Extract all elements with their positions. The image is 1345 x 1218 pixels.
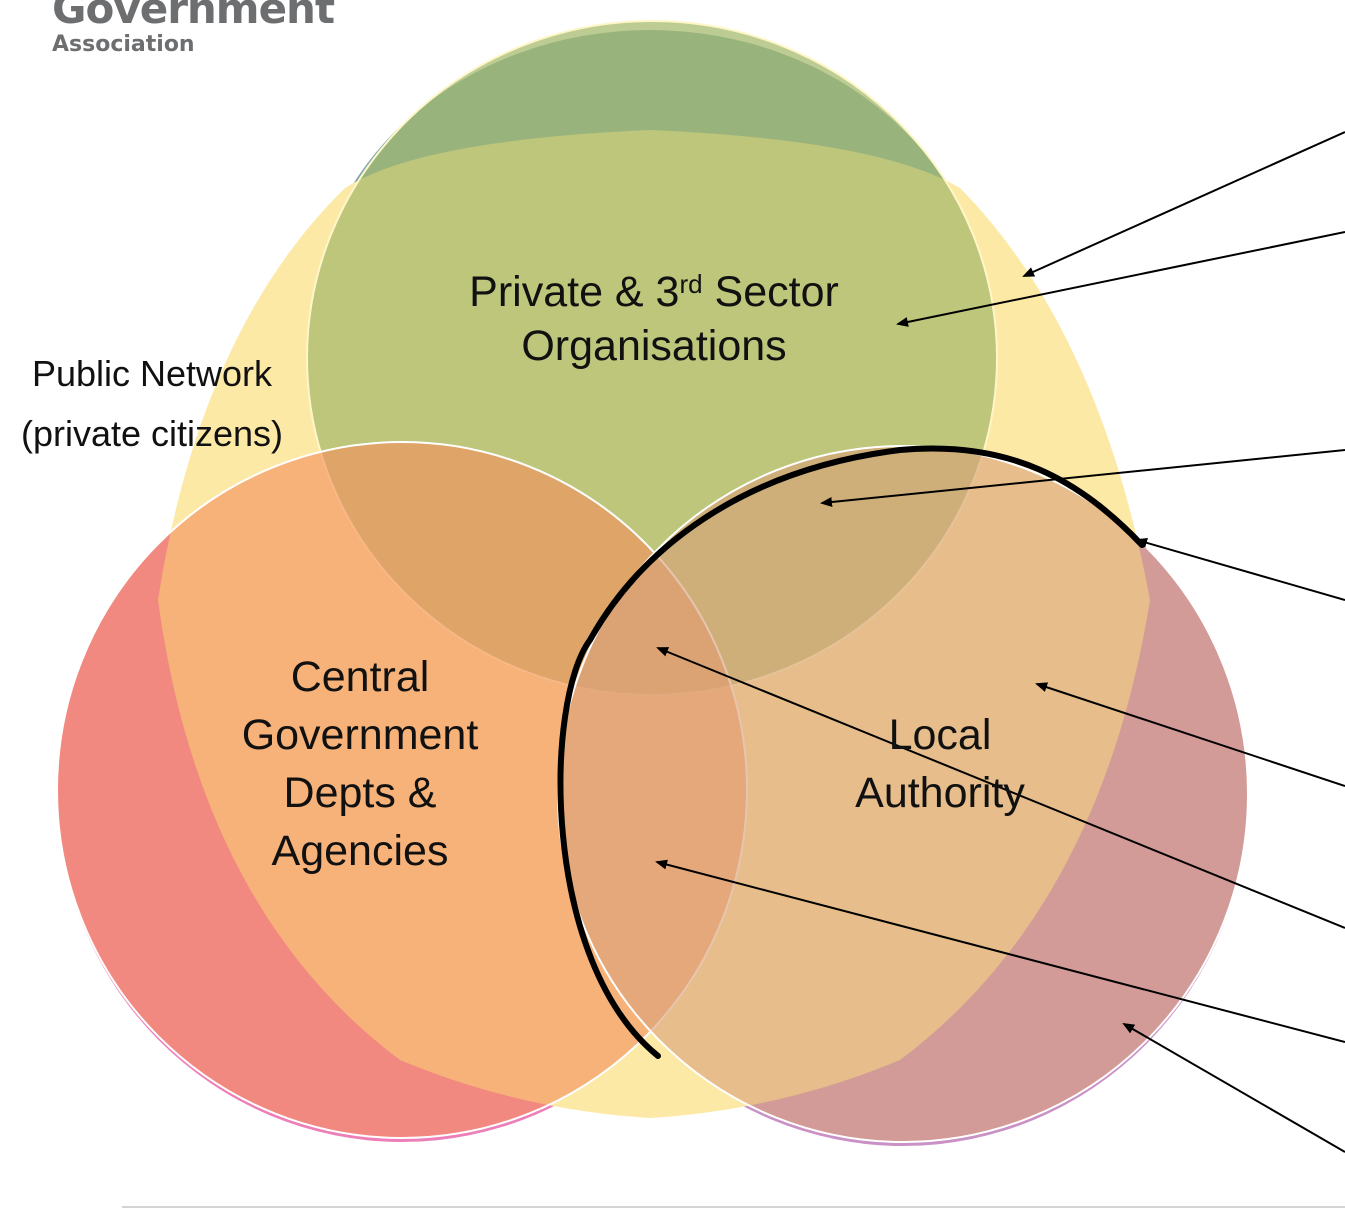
- arrow-private-sector: [896, 231, 1345, 327]
- local-line1: Local: [888, 711, 992, 759]
- local-authority-label: Local Authority: [820, 706, 1060, 822]
- private-sector-line2: Organisations: [521, 322, 787, 370]
- arrow-public-network: [1022, 131, 1345, 277]
- lga-logo: Government Association: [52, 0, 335, 57]
- central-line1: Central: [290, 653, 430, 701]
- public-network-title: Public Network: [31, 353, 273, 394]
- arrow-boundary: [1135, 537, 1345, 601]
- public-network-subtitle: (private citizens): [20, 413, 284, 454]
- arrow-central-local-overlap: [655, 859, 1345, 1043]
- arrow-private-local-overlap: [820, 449, 1345, 507]
- private-sector-label: Private & 3rd Sector Organisations: [400, 265, 908, 373]
- central-line3: Depts &: [283, 769, 437, 817]
- local-line2: Authority: [855, 769, 1025, 817]
- private-sector-prefix: Private & 3: [469, 268, 680, 316]
- pointer-arrows: [655, 131, 1345, 1153]
- arrow-triple-overlap: [656, 647, 1345, 929]
- central-government-label: Central Government Depts & Agencies: [200, 648, 520, 880]
- central-line4: Agencies: [271, 827, 449, 875]
- public-network-label: Public Network (private citizens): [0, 344, 306, 464]
- private-sector-superscript: rd: [679, 269, 703, 299]
- central-line2: Government: [241, 711, 479, 759]
- arrow-local-outer-region: [1122, 1022, 1345, 1153]
- logo-sub-text: Association: [52, 32, 195, 57]
- private-sector-line1: Private & 3rd Sector: [400, 265, 908, 319]
- logo-main-text: Government: [52, 0, 335, 33]
- arrow-local-authority: [1035, 682, 1345, 787]
- black-arc: [557, 445, 1145, 1059]
- bottom-divider: [122, 1206, 1345, 1208]
- private-sector-suffix: Sector: [702, 268, 839, 316]
